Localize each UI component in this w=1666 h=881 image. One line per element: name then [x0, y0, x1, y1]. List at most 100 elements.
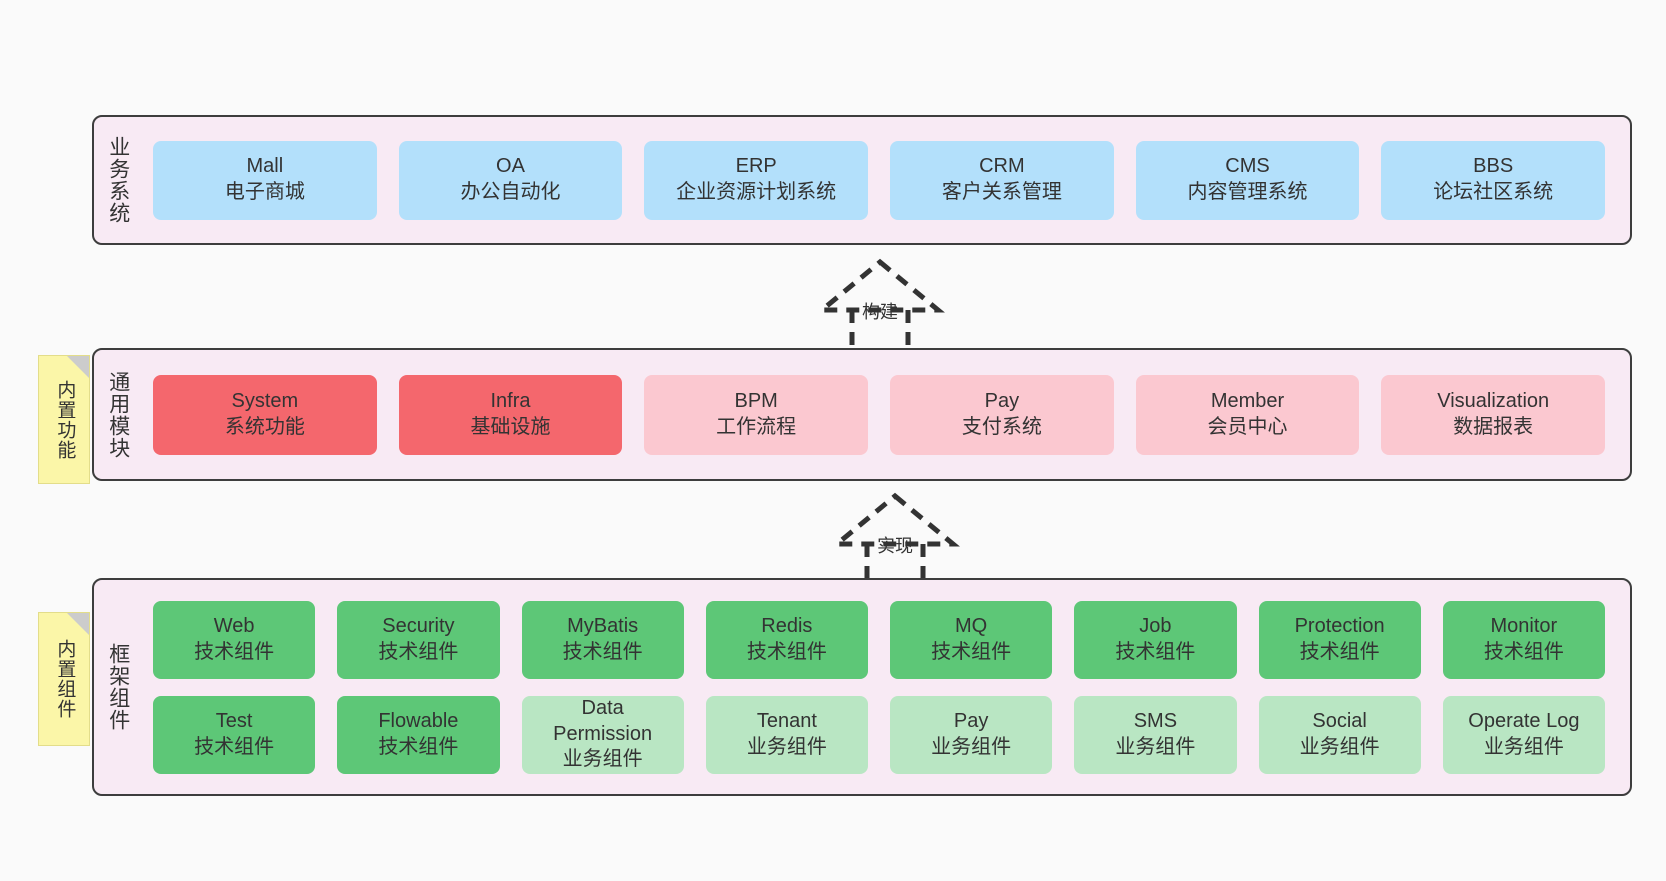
node-erp[interactable]: ERP 企业资源计划系统	[644, 140, 869, 220]
node-test-subtitle: 技术组件	[194, 735, 275, 758]
node-security[interactable]: Security 技术组件	[337, 600, 500, 679]
node-operate-log-subtitle: 业务组件	[1483, 735, 1564, 758]
note-fold-corner-icon	[67, 613, 89, 635]
node-system-title: System	[231, 389, 299, 412]
node-cms-subtitle: 内容管理系统	[1187, 181, 1308, 203]
node-flowable-title: Flowable	[378, 709, 459, 732]
node-protection-title: Protection	[1294, 614, 1385, 637]
layer-business-system: 业务系统 Mall 电子商城 OA 办公自动化 ERP 企业资源计划系统 CRM	[92, 115, 1632, 245]
node-cms[interactable]: CMS 内容管理系统	[1135, 140, 1360, 220]
node-redis[interactable]: Redis 技术组件	[705, 600, 868, 679]
node-mybatis[interactable]: MyBatis 技术组件	[521, 600, 684, 679]
node-web-subtitle: 技术组件	[194, 640, 275, 663]
node-test-title: Test	[215, 709, 253, 732]
node-test[interactable]: Test 技术组件	[153, 695, 316, 774]
layer-business-system-label: 业务系统	[106, 136, 130, 224]
node-monitor-subtitle: 技术组件	[1483, 640, 1564, 663]
node-infra-title: Infra	[490, 389, 531, 412]
node-flowable-subtitle: 技术组件	[378, 735, 459, 758]
node-oa[interactable]: OA 办公自动化	[398, 140, 623, 220]
node-erp-subtitle: 企业资源计划系统	[676, 181, 837, 203]
node-social[interactable]: Social 业务组件	[1258, 695, 1421, 774]
node-operate-log-title: Operate Log	[1468, 709, 1580, 732]
node-bpm-subtitle: 工作流程	[716, 415, 797, 438]
node-mall-title: Mall	[246, 155, 284, 178]
layer-generic-modules-label: 通用模块	[106, 370, 130, 459]
node-protection-subtitle: 技术组件	[1299, 640, 1380, 663]
node-tenant-subtitle: 业务组件	[746, 735, 827, 758]
node-pay-component[interactable]: Pay 业务组件	[890, 695, 1053, 774]
node-system[interactable]: System 系统功能	[153, 374, 377, 455]
connector-implement-arrowhead	[830, 492, 960, 547]
node-mall-subtitle: 电子商城	[224, 181, 305, 203]
node-monitor-title: Monitor	[1490, 614, 1558, 637]
node-flowable[interactable]: Flowable 技术组件	[337, 695, 500, 774]
node-protection[interactable]: Protection 技术组件	[1258, 600, 1421, 679]
node-member-subtitle: 会员中心	[1207, 415, 1288, 438]
node-visualization-title: Visualization	[1437, 389, 1550, 412]
note-builtin-components: 内置组件	[38, 612, 90, 746]
node-web-title: Web	[213, 614, 255, 637]
node-operate-log[interactable]: Operate Log 业务组件	[1442, 695, 1605, 774]
node-sms[interactable]: SMS 业务组件	[1074, 695, 1237, 774]
connector-implement: 实现	[815, 492, 975, 589]
node-crm-title: CRM	[979, 155, 1025, 178]
node-mq-title: MQ	[955, 614, 988, 637]
node-security-subtitle: 技术组件	[378, 640, 459, 663]
node-job[interactable]: Job 技术组件	[1074, 600, 1237, 679]
node-cms-title: CMS	[1225, 155, 1270, 178]
framework-business-row: Test 技术组件 Flowable 技术组件 Data Permission …	[142, 695, 1616, 774]
framework-tech-row: Web 技术组件 Security 技术组件 MyBatis 技术组件 Redi…	[142, 600, 1616, 679]
layer-framework-components-body: Web 技术组件 Security 技术组件 MyBatis 技术组件 Redi…	[142, 580, 1630, 794]
layer-framework-components: 框架组件 Web 技术组件 Security 技术组件 MyBatis 技术组件…	[92, 578, 1632, 796]
node-member-title: Member	[1210, 389, 1285, 412]
node-mall[interactable]: Mall 电子商城	[153, 140, 377, 220]
node-erp-title: ERP	[735, 155, 777, 178]
node-tenant[interactable]: Tenant 业务组件	[705, 695, 868, 774]
node-security-title: Security	[382, 614, 455, 637]
node-oa-subtitle: 办公自动化	[460, 181, 561, 203]
node-redis-subtitle: 技术组件	[746, 640, 827, 663]
node-infra[interactable]: Infra 基础设施	[398, 374, 623, 455]
node-bpm[interactable]: BPM 工作流程	[644, 374, 869, 455]
framework-row-spacer	[142, 679, 1616, 696]
node-monitor[interactable]: Monitor 技术组件	[1442, 600, 1605, 679]
node-job-subtitle: 技术组件	[1115, 640, 1196, 663]
node-tenant-title: Tenant	[756, 709, 817, 732]
node-social-title: Social	[1312, 709, 1367, 732]
node-pay-component-subtitle: 业务组件	[931, 735, 1012, 758]
node-bbs-subtitle: 论坛社区系统	[1433, 181, 1554, 203]
node-bbs-title: BBS	[1473, 155, 1514, 178]
node-pay-component-title: Pay	[953, 709, 989, 732]
node-data-permission-title: Data Permission	[553, 697, 653, 745]
layer-generic-modules-body: System 系统功能 Infra 基础设施 BPM 工作流程 Pay 支付系统…	[142, 350, 1630, 479]
node-crm[interactable]: CRM 客户关系管理	[890, 140, 1114, 220]
business-node-row: Mall 电子商城 OA 办公自动化 ERP 企业资源计划系统 CRM 客户关系…	[142, 140, 1616, 220]
node-crm-subtitle: 客户关系管理	[941, 181, 1062, 203]
connector-build: 构建	[800, 258, 960, 355]
node-mybatis-subtitle: 技术组件	[562, 640, 643, 663]
node-social-subtitle: 业务组件	[1299, 735, 1380, 758]
layer-business-system-body: Mall 电子商城 OA 办公自动化 ERP 企业资源计划系统 CRM 客户关系…	[142, 117, 1630, 243]
node-data-permission-subtitle: 业务组件	[562, 748, 643, 771]
note-builtin-features: 内置功能	[38, 355, 90, 484]
layer-generic-modules: 通用模块 System 系统功能 Infra 基础设施 BPM 工作流程 Pay	[92, 348, 1632, 481]
node-member[interactable]: Member 会员中心	[1135, 374, 1360, 455]
node-pay-module[interactable]: Pay 支付系统	[890, 374, 1114, 455]
node-web[interactable]: Web 技术组件	[153, 600, 316, 679]
node-data-permission[interactable]: Data Permission 业务组件	[521, 695, 684, 774]
node-system-subtitle: 系统功能	[224, 415, 305, 438]
node-mq[interactable]: MQ 技术组件	[890, 600, 1053, 679]
note-builtin-features-text: 内置功能	[54, 379, 76, 460]
node-bbs[interactable]: BBS 论坛社区系统	[1381, 140, 1606, 220]
node-mq-subtitle: 技术组件	[931, 640, 1012, 663]
layer-framework-components-label: 框架组件	[106, 643, 130, 731]
node-redis-title: Redis	[761, 614, 813, 637]
node-visualization-subtitle: 数据报表	[1453, 415, 1534, 438]
node-sms-title: SMS	[1133, 709, 1178, 732]
node-visualization[interactable]: Visualization 数据报表	[1381, 374, 1606, 455]
node-sms-subtitle: 业务组件	[1115, 735, 1196, 758]
node-job-title: Job	[1139, 614, 1172, 637]
node-pay-module-subtitle: 支付系统	[961, 415, 1042, 438]
note-builtin-components-text: 内置组件	[54, 639, 76, 719]
